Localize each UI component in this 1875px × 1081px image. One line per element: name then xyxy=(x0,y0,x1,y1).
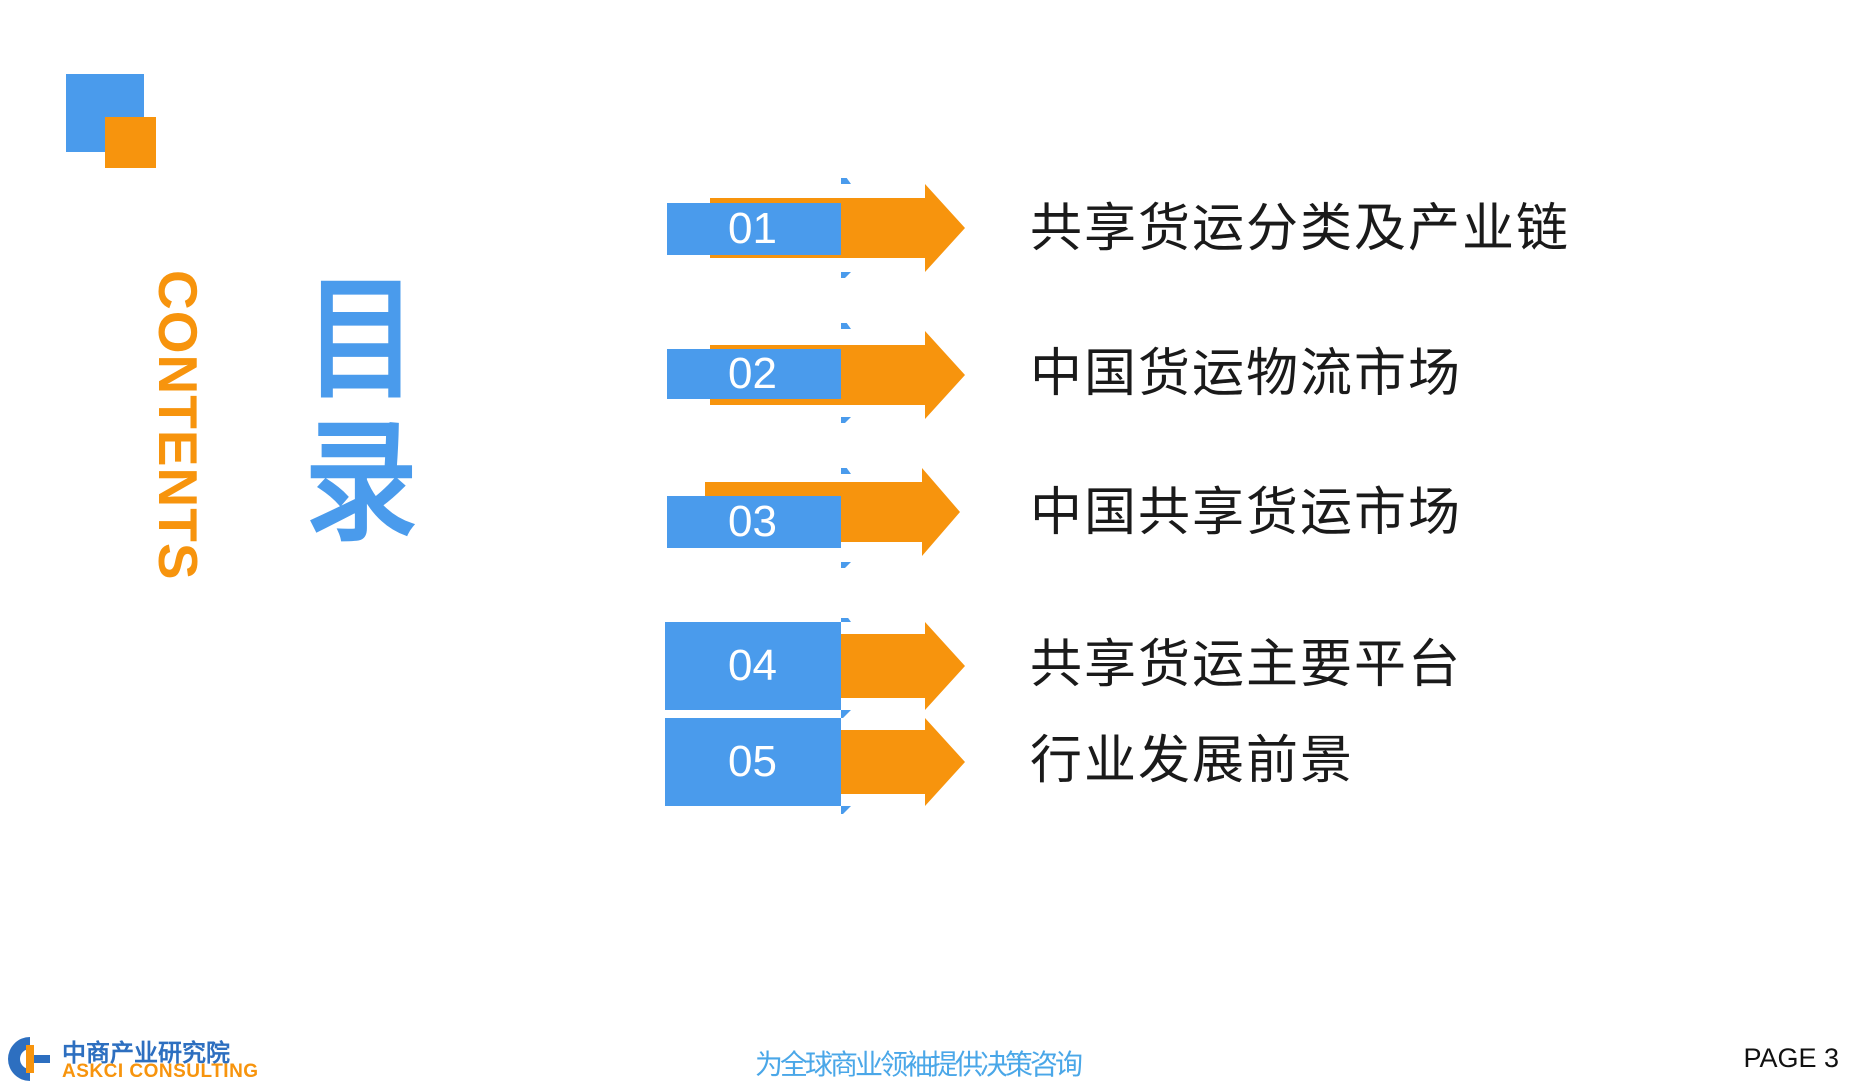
toc-item-title: 中国共享货运市场 xyxy=(1030,483,1463,543)
toc-number: 02 xyxy=(728,349,777,398)
toc-item-04[interactable]: 04 共享货运主要平台 xyxy=(665,618,1665,718)
toc-item-title: 中国货运物流市场 xyxy=(1030,344,1463,404)
arrow-right-icon xyxy=(667,178,965,278)
toc-title-line-2: 录 xyxy=(305,406,417,561)
toc-item-05[interactable]: 05 行业发展前景 xyxy=(665,714,1665,814)
arrow-right-icon xyxy=(667,323,965,423)
company-logo: 中商产业研究院 ASKCI CONSULTING xyxy=(6,1035,266,1081)
arrow-right-icon xyxy=(665,718,965,814)
toc-item-title: 共享货运主要平台 xyxy=(1030,635,1463,695)
toc-number: 03 xyxy=(728,497,777,546)
contents-label: CONTENTS xyxy=(147,270,209,581)
toc-item-title: 行业发展前景 xyxy=(1030,731,1355,791)
arrow-right-icon xyxy=(665,618,965,718)
toc-item-title: 共享货运分类及产业链 xyxy=(1030,199,1571,259)
toc-item-01[interactable]: 01 共享货运分类及产业链 xyxy=(665,178,1665,278)
toc-item-02[interactable]: 02 中国货运物流市场 xyxy=(665,323,1665,423)
page-number: PAGE 3 xyxy=(1743,1043,1839,1073)
toc-title: 目 录 xyxy=(305,264,417,561)
logo-text-en: ASKCI CONSULTING xyxy=(62,1061,259,1081)
logo-text-cn: 中商产业研究院 xyxy=(62,1039,230,1067)
toc-item-03[interactable]: 03 中国共享货运市场 xyxy=(665,468,1665,568)
toc-number: 05 xyxy=(728,737,777,786)
arrow-right-icon xyxy=(667,468,960,568)
toc-number: 01 xyxy=(728,204,777,253)
toc-title-line-1: 目 xyxy=(305,264,417,418)
logo-mark-icon xyxy=(8,1037,50,1081)
decor-square-orange xyxy=(105,117,156,168)
toc-number: 04 xyxy=(728,641,777,690)
footer-slogan: 为全球商业领袖提供决策咨询 xyxy=(755,1048,1083,1081)
